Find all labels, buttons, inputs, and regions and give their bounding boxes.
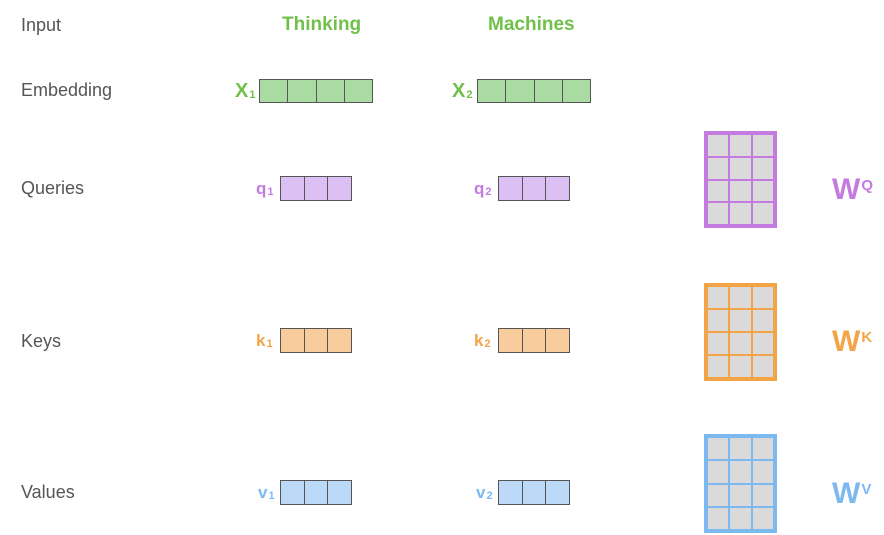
embedding-label-1: X1: [235, 80, 256, 102]
key-vector-1: [280, 328, 352, 353]
matrix-cell: [707, 156, 730, 180]
matrix-cell: [729, 355, 752, 378]
value-vector-1: [280, 480, 352, 505]
matrix-cell: [707, 332, 730, 355]
matrix-cell: [751, 332, 774, 355]
matrix-cell: [729, 179, 752, 203]
matrix-cell: [707, 483, 730, 507]
matrix-cell: [707, 134, 730, 157]
matrix-cell: [751, 460, 774, 484]
embedding-vector-2: [477, 79, 591, 103]
matrix-cell: [707, 437, 730, 461]
matrix-cell: [729, 506, 752, 530]
matrix-cell: [707, 286, 730, 309]
matrix-cell: [707, 506, 730, 530]
matrix-cell: [751, 355, 774, 378]
embedding-vector-1: [259, 79, 373, 103]
matrix-cell: [751, 286, 774, 309]
value-label-2: v2: [476, 483, 493, 502]
matrix-cell: [729, 202, 752, 225]
embedding-label-2: X2: [452, 80, 473, 102]
query-label-1: q1: [256, 179, 274, 198]
matrix-cell: [729, 309, 752, 332]
matrix-cell: [707, 355, 730, 378]
key-weight-label: WK: [832, 325, 873, 358]
value-label-1: v1: [258, 483, 275, 502]
matrix-cell: [729, 156, 752, 180]
value-weight-label: WV: [832, 477, 872, 510]
row-label-embedding: Embedding: [21, 80, 113, 100]
matrix-cell: [751, 156, 774, 180]
row-label-keys: Keys: [21, 331, 62, 351]
matrix-cell: [751, 309, 774, 332]
matrix-cell: [707, 309, 730, 332]
row-label-values: Values: [21, 482, 75, 502]
query-weight-matrix: [704, 131, 777, 228]
matrix-cell: [751, 202, 774, 225]
key-label-1: k1: [256, 331, 273, 350]
matrix-cell: [729, 483, 752, 507]
matrix-cell: [707, 202, 730, 225]
row-label-input: Input: [21, 15, 62, 35]
matrix-cell: [707, 460, 730, 484]
value-weight-matrix: [704, 434, 777, 533]
matrix-cell: [729, 286, 752, 309]
matrix-cell: [729, 134, 752, 157]
query-weight-label: WQ: [832, 173, 873, 206]
row-label-queries: Queries: [21, 178, 85, 198]
matrix-cell: [751, 437, 774, 461]
matrix-cell: [751, 179, 774, 203]
query-vector-2: [498, 176, 570, 201]
matrix-cell: [707, 179, 730, 203]
key-label-2: k2: [474, 331, 491, 350]
matrix-cell: [729, 332, 752, 355]
key-vector-2: [498, 328, 570, 353]
matrix-cell: [729, 460, 752, 484]
input-word-thinking: Thinking: [282, 14, 362, 35]
value-vector-2: [498, 480, 570, 505]
query-vector-1: [280, 176, 352, 201]
matrix-cell: [751, 134, 774, 157]
key-weight-matrix: [704, 283, 777, 381]
matrix-cell: [729, 437, 752, 461]
query-label-2: q2: [474, 179, 492, 198]
matrix-cell: [751, 506, 774, 530]
input-word-machines: Machines: [488, 14, 575, 35]
matrix-cell: [751, 483, 774, 507]
